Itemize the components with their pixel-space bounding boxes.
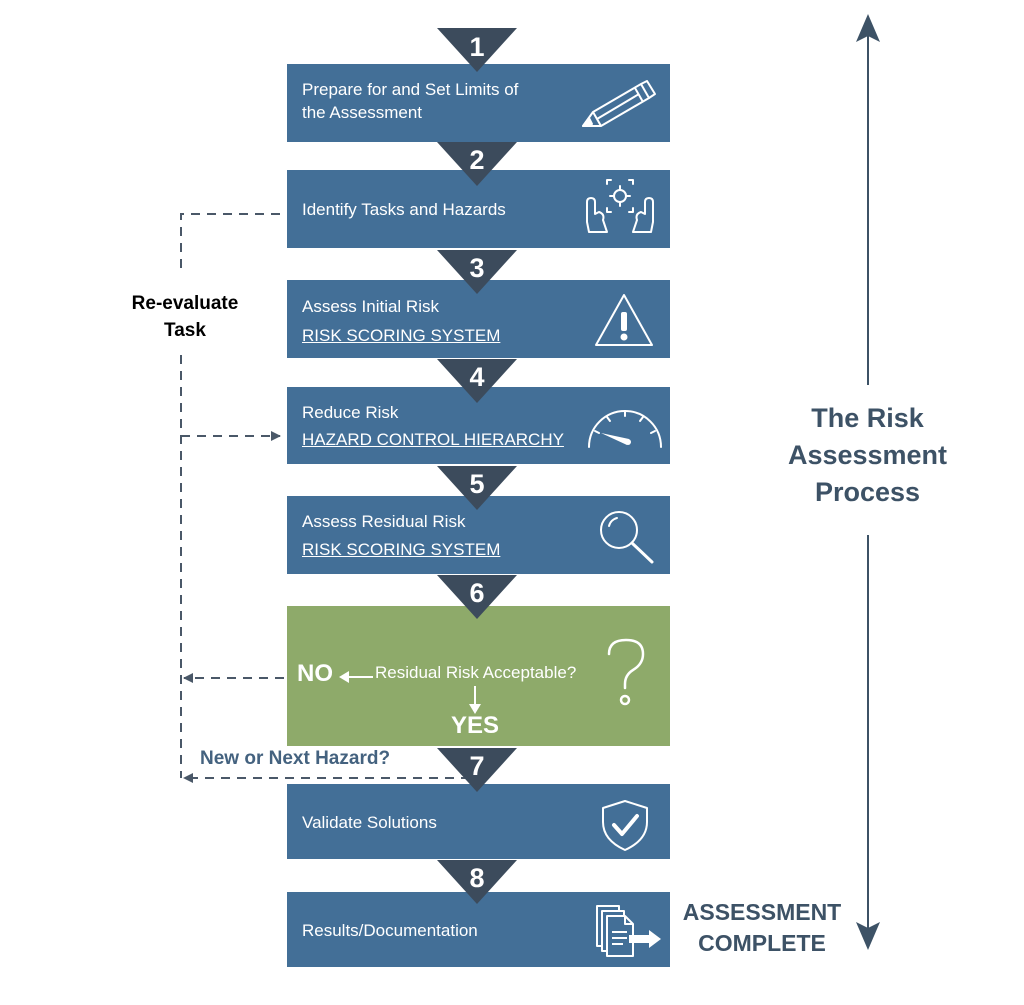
- new-hazard-label: New or Next Hazard?: [200, 748, 391, 769]
- no-label: NO: [297, 660, 333, 687]
- step-4-link[interactable]: HAZARD CONTROL HIERARCHY: [302, 430, 564, 449]
- pencil-icon: [582, 80, 656, 127]
- step-7-marker: 7: [437, 748, 517, 792]
- step-1-title-line2: the Assessment: [302, 103, 423, 122]
- process-arrow: [856, 14, 880, 950]
- step-7-title: Validate Solutions: [302, 813, 437, 832]
- process-title-line3: Process: [814, 477, 921, 507]
- question-text: Residual Risk Acceptable?: [375, 663, 577, 682]
- complete-line1: ASSESSMENT: [682, 899, 842, 925]
- hands-target-icon: [586, 179, 654, 233]
- step-3-box: Assess Initial Risk RISK SCORING SYSTEM: [287, 280, 670, 358]
- step-8-box: Results/Documentation: [287, 892, 670, 967]
- process-title-line2: Assessment: [787, 440, 948, 470]
- magnifier-icon: [600, 511, 654, 564]
- step-3-number: 3: [469, 253, 485, 283]
- step-2-number: 2: [469, 145, 485, 175]
- step-3-marker: 3: [437, 250, 517, 294]
- step-5-title: Assess Residual Risk: [302, 512, 466, 531]
- step-7-box: Validate Solutions: [287, 784, 670, 859]
- step-6-marker: 6: [437, 575, 517, 619]
- step-1-box: Prepare for and Set Limits of the Assess…: [287, 64, 670, 142]
- shield-check-icon: [602, 800, 648, 851]
- step-5-marker: 5: [437, 466, 517, 510]
- step-3-link[interactable]: RISK SCORING SYSTEM: [302, 326, 501, 345]
- step-6-number: 6: [469, 578, 485, 608]
- documents-arrow-icon: [596, 905, 661, 957]
- complete-line2: COMPLETE: [698, 930, 826, 956]
- step-5-number: 5: [469, 469, 485, 499]
- step-4-marker: 4: [437, 359, 517, 403]
- step-8-number: 8: [469, 863, 485, 893]
- step-5-box: Assess Residual Risk RISK SCORING SYSTEM: [287, 496, 670, 574]
- step-2-title: Identify Tasks and Hazards: [302, 200, 506, 219]
- reevaluate-line2: Task: [164, 320, 206, 341]
- step-2-marker: 2: [437, 142, 517, 186]
- reevaluate-line-top: [180, 213, 280, 275]
- reevaluate-label: Re-evaluate Task: [115, 290, 255, 344]
- step-4-number: 4: [469, 362, 485, 392]
- step-1-title-line1: Prepare for and Set Limits of: [302, 80, 519, 99]
- step-3-title: Assess Initial Risk: [302, 297, 439, 316]
- question-mark-icon: [607, 638, 645, 706]
- gauge-icon: [588, 410, 662, 448]
- step-7-number: 7: [469, 751, 485, 781]
- yes-label: YES: [451, 712, 500, 739]
- arrow-left-icon: [339, 671, 373, 683]
- step-5-link[interactable]: RISK SCORING SYSTEM: [302, 540, 501, 559]
- process-title-line1: The Risk: [811, 403, 924, 433]
- assessment-complete: ASSESSMENT COMPLETE: [672, 897, 852, 959]
- step-6-box: NO Residual Risk Acceptable? YES: [287, 606, 670, 746]
- warning-triangle-icon: [595, 294, 653, 346]
- step-8-title: Results/Documentation: [302, 921, 478, 940]
- arrow-down-icon: [469, 686, 481, 714]
- process-title: The Risk Assessment Process: [770, 400, 965, 511]
- step-1-number: 1: [469, 32, 485, 62]
- step-4-title: Reduce Risk: [302, 403, 399, 422]
- step-8-marker: 8: [437, 860, 517, 904]
- reevaluate-line1: Re-evaluate: [131, 293, 239, 314]
- step-1-marker: 1: [437, 28, 517, 72]
